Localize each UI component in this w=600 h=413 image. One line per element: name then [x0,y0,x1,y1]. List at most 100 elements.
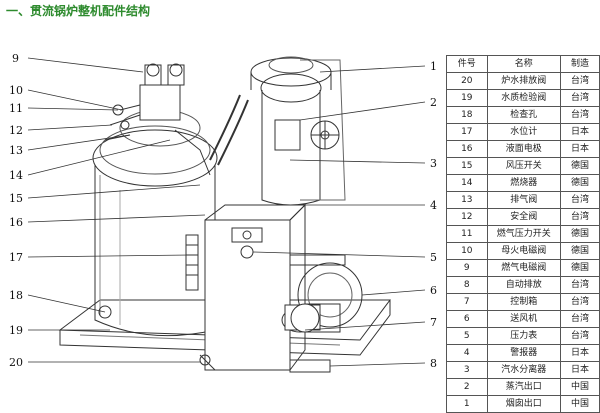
cell-part-number: 9 [446,259,488,277]
callout-10: 10 [9,84,23,97]
inspection-port [98,305,112,319]
blower-motor [290,303,320,333]
callout-9: 9 [12,52,19,65]
cell-part-name: 警报器 [486,344,561,362]
cell-origin: 台湾 [559,310,600,328]
cell-origin: 德国 [559,157,600,175]
cell-origin: 中国 [559,395,600,413]
cell-part-name: 水位计 [486,123,561,141]
cell-part-name: 控制箱 [486,293,561,311]
callout-1: 1 [430,60,437,73]
header-part-number: 件号 [446,55,488,73]
callout-12: 12 [9,124,23,137]
callout-19: 19 [9,324,23,337]
callout-18: 18 [9,289,23,302]
header-origin: 制造 [559,55,600,73]
control-cabinet [204,219,291,371]
cell-origin: 台湾 [559,89,600,107]
callout-8: 8 [430,357,437,370]
cell-part-name: 汽水分离器 [486,361,561,379]
cell-origin: 台湾 [559,191,600,209]
cell-origin: 台湾 [559,327,600,345]
cell-origin: 日本 [559,140,600,158]
callout-2: 2 [430,96,437,109]
cell-part-number: 4 [446,344,488,362]
cell-part-number: 17 [446,123,488,141]
cell-part-number: 18 [446,106,488,124]
cell-part-name: 燃气电磁阀 [486,259,561,277]
cell-origin: 德国 [559,242,600,260]
cell-part-name: 燃烧器 [486,174,561,192]
callout-6: 6 [430,284,437,297]
cell-origin: 德国 [559,259,600,277]
cell-origin: 日本 [559,361,600,379]
cell-part-number: 8 [446,276,488,294]
cell-part-name: 燃气压力开关 [486,225,561,243]
cell-part-name: 检查孔 [486,106,561,124]
water-level-gauge [185,234,199,291]
callout-20: 20 [9,356,23,369]
cell-part-number: 20 [446,72,488,90]
callout-3: 3 [430,157,437,170]
cell-part-number: 3 [446,361,488,379]
cell-part-name: 风压开关 [486,157,561,175]
cell-origin: 台湾 [559,208,600,226]
page-title: 一、贯流锅炉整机配件结构 [6,4,151,18]
boiler-diagram: 9 10 11 12 13 14 15 16 17 18 19 20 1 2 3… [9,52,437,373]
callout-15: 15 [9,192,23,205]
table-header-row: 件号 名称 制造 [446,55,600,73]
cell-origin: 台湾 [559,106,600,124]
cell-part-number: 2 [446,378,488,396]
cell-part-number: 13 [446,191,488,209]
cell-part-number: 14 [446,174,488,192]
callout-13: 13 [9,144,23,157]
cell-part-number: 11 [446,225,488,243]
cell-part-number: 15 [446,157,488,175]
cell-part-name: 炉水排放阀 [486,72,561,90]
cell-part-name: 排气阀 [486,191,561,209]
cell-part-number: 16 [446,140,488,158]
cell-part-number: 6 [446,310,488,328]
cell-part-name: 蒸汽出口 [486,378,561,396]
cell-origin: 台湾 [559,72,600,90]
callout-7: 7 [430,316,437,329]
cell-origin: 日本 [559,123,600,141]
cell-origin: 中国 [559,378,600,396]
cell-part-number: 10 [446,242,488,260]
cell-part-name: 液面电极 [486,140,561,158]
burner-body [139,84,181,121]
callout-16: 16 [9,216,23,229]
cell-part-name: 送风机 [486,310,561,328]
drain-valve [289,359,331,373]
boiler-top [92,129,218,187]
cell-part-number: 7 [446,293,488,311]
cell-part-name: 安全阀 [486,208,561,226]
cell-origin: 德国 [559,174,600,192]
cell-part-name: 水质检验阀 [486,89,561,107]
cell-part-number: 1 [446,395,488,413]
cell-part-name: 压力表 [486,327,561,345]
cell-part-name: 自动排放 [486,276,561,294]
callout-5: 5 [430,251,437,264]
cell-origin: 台湾 [559,293,600,311]
cell-part-name: 母火电磁阀 [486,242,561,260]
cell-origin: 台湾 [559,276,600,294]
cell-part-name: 烟囱出口 [486,395,561,413]
